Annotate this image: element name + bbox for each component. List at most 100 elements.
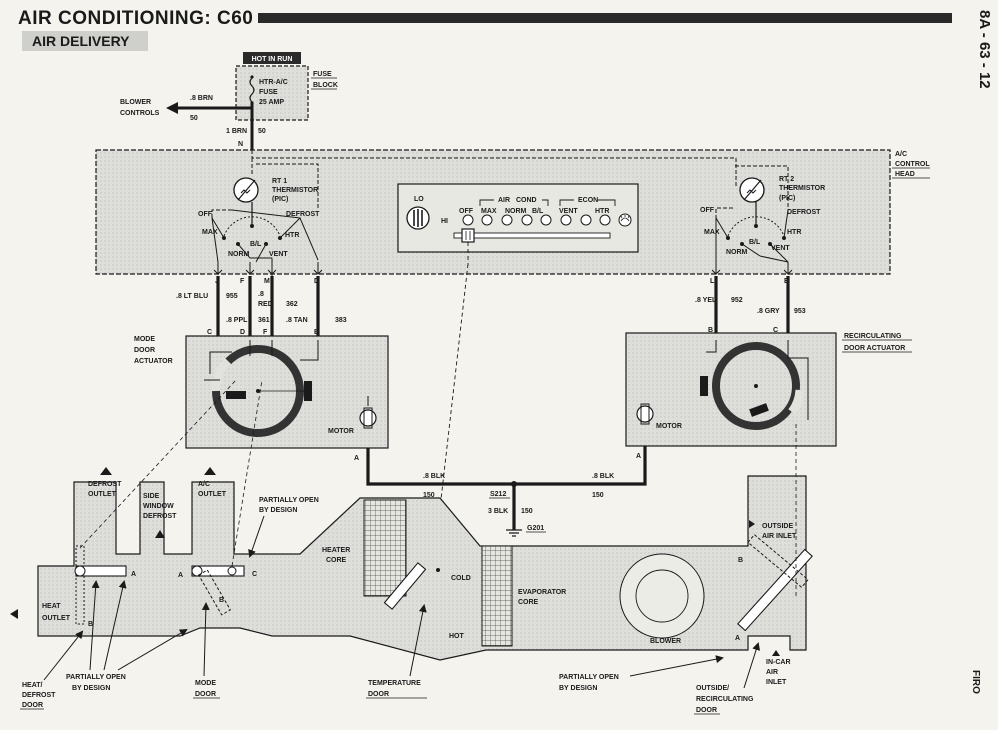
blower-wire-circuit: 50 [190,115,198,122]
hot-label: HOT [449,633,465,640]
partial-open-top: PARTIALLY OPEN [259,497,319,504]
button-label-norm: NORM [505,208,527,215]
rt1-pin-f: F [240,278,245,285]
partial-open-top-2: BY DESIGN [259,507,297,514]
wire-lt-blu-circuit: 955 [226,293,238,300]
mode-pin-b: B [314,329,319,336]
blower-wire-color: .8 BRN [190,95,213,102]
blower-label: BLOWER [650,638,681,645]
heat-door-b: B [88,621,93,628]
rt2-type: THERMISTOR [779,185,825,192]
heater-core-label: HEATER [322,547,350,554]
side-window-label: SIDE [143,493,160,500]
rt1-switch: RT 1 THERMISTOR (PIC) OFF DEFROST MAX HT… [198,177,323,285]
outside-recirc-door-label: OUTSIDE/ [696,685,729,692]
mode-actuator-label: MODE [134,336,155,343]
defrost-outlet-label-2: OUTLET [88,491,117,498]
wire-tan-circuit: 383 [335,317,347,324]
heat-outlet-label-2: OUTLET [42,615,71,622]
norm-button [501,214,513,226]
rt1-type: THERMISTOR [272,187,318,194]
econ-group-label: ECON [578,197,598,204]
page-reference: 8A - 63 - 12 [976,10,993,89]
rt2-htr: HTR [787,229,801,236]
temperature-slider-track [453,232,611,239]
outside-recirc-door-label-3: DOOR [696,707,717,714]
rt1-max: MAX [202,229,218,236]
wire-red-circuit: 362 [286,301,298,308]
wire-yel: .8 YEL [695,297,717,304]
mode-pin-d: D [240,329,245,336]
blower-wheel [619,553,705,639]
mode-motor-label: MOTOR [328,428,354,435]
rt2-bl: B/L [749,239,761,246]
cond-group-label: COND [516,197,537,204]
arrow-up-icon [100,467,112,475]
rt2-name: RT 2 [779,176,794,183]
fuse-icon [249,77,255,103]
arrow-up-icon [772,650,780,656]
control-panel: LO HI AIR COND ECON OFF MAX NORM B/L VEN… [397,183,639,253]
arrow-up-icon [155,530,165,538]
motor-icon [636,405,654,423]
rt2-off: OFF [700,207,715,214]
wire-red: RED [258,301,273,308]
max-button [481,214,493,226]
button-label-vent: VENT [559,208,578,215]
wire-gry-circuit: 953 [794,308,806,315]
title-rule [258,13,952,23]
fan-hi-label: HI [441,218,448,225]
air-duct: HEATER CORE EVAPORATOR CORE BLOWER COLD … [10,379,813,686]
blower-controls-label: BLOWER [120,99,151,106]
mode-pin-c: C [207,329,212,336]
button-label-htr: HTR [595,208,609,215]
rt1-defrost: DEFROST [286,211,320,218]
outside-inlet-label-2: AIR INLET [762,533,797,540]
ground-wire-right: .8 BLK [592,473,614,480]
rt1-pin-m: M [264,278,270,285]
evaporator-label-2: CORE [518,599,539,606]
mode-actuator-label-3: ACTUATOR [134,358,173,365]
wire-tan: .8 TAN [286,317,308,324]
arrow-left-icon [749,520,755,528]
mode-pin-a: A [354,455,359,462]
evaporator-core [481,545,513,647]
recirculating-door-actuator: RECIRCULATING DOOR ACTUATOR MOTOR A [625,332,912,460]
ground-circuit-down: 150 [521,508,533,515]
recirc-pin-c: C [773,327,778,334]
blower-controls-label-2: CONTROLS [120,110,160,117]
recirc-actuator-label: RECIRCULATING [844,333,902,340]
rt2-vent: VENT [771,245,790,252]
incar-inlet-label-2: AIR [766,669,778,676]
rt2-defrost: DEFROST [787,209,821,216]
ground-circuit: .8 BLK 150 .8 BLK 150 S212 3 BLK 150 G20… [366,446,647,537]
arrow-left-icon [166,102,178,114]
mode-door-a: A [178,572,183,579]
fuse-block-label-2: BLOCK [313,82,338,89]
mode-door-b: B [219,597,224,604]
control-head-label-2: CONTROL [895,161,930,168]
htr-extra-button [580,214,592,226]
fuse-rating: 25 AMP [259,99,284,106]
outside-recirc-door-label-2: RECIRCULATING [696,696,754,703]
recirc-pin-a: A [636,453,641,460]
side-window-label-2: WINDOW [143,503,174,510]
section-subtitle: AIR DELIVERY [22,31,148,51]
recirc-actuator-label-2: DOOR ACTUATOR [844,345,905,352]
ground-wire-down: 3 BLK [488,508,508,515]
wire-gry: .8 GRY [757,308,780,315]
mode-door-c: C [252,571,257,578]
mode-actuator-label-2: DOOR [134,347,155,354]
recirc-door-b: B [738,557,743,564]
side-window-label-3: DEFROST [143,513,177,520]
button-label-off: OFF [459,208,474,215]
heater-core [363,499,407,597]
mode-wires: .8 LT BLU 955 .8 RED 362 .8 PPL 361 .8 T… [176,276,347,336]
heat-defrost-door-label: HEAT/ [22,682,43,689]
rt1-norm: NORM [228,251,250,258]
ac-outlet-label-2: OUTLET [198,491,227,498]
ground-icon [506,529,522,537]
off-button [462,214,474,226]
incar-inlet-label: IN-CAR [766,659,791,666]
